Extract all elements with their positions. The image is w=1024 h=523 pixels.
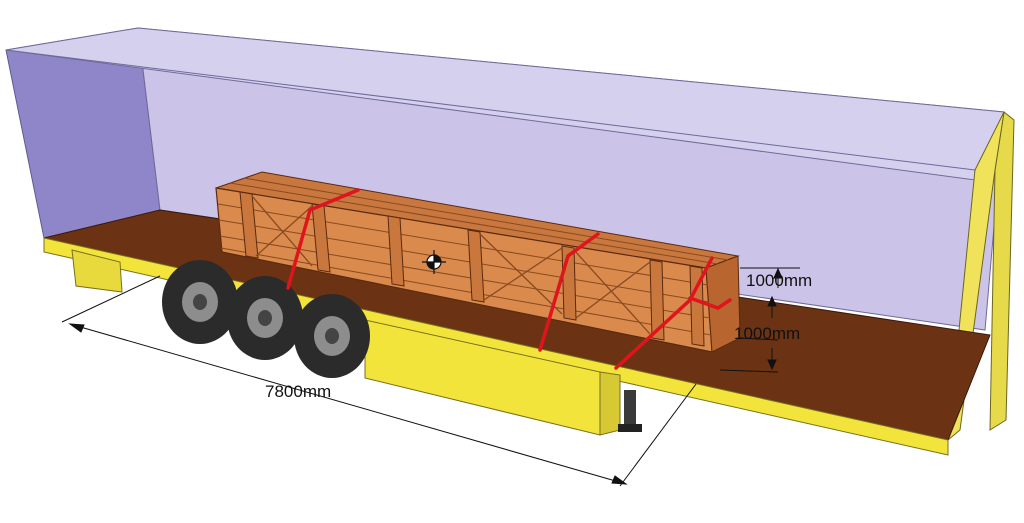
strap-2: [538, 232, 600, 352]
wheel-3: [294, 294, 370, 378]
cargo-elevation-dimension: [719, 295, 779, 373]
length-dimension: [61, 275, 697, 487]
length-dimension-label: 7800mm: [265, 382, 331, 401]
wheel-2: [227, 276, 303, 360]
cargo-height-dimension: [739, 267, 800, 341]
strap-3: [614, 256, 732, 370]
strap-1: [286, 188, 360, 290]
cargo-elevation-label: 1000mm: [734, 324, 800, 343]
center-of-gravity-icon: [422, 250, 446, 274]
lashing-straps: [286, 188, 732, 370]
wheel-1: [162, 260, 238, 344]
cargo-height-label: 1000mm: [746, 271, 812, 290]
axle-wheels: [162, 260, 370, 378]
